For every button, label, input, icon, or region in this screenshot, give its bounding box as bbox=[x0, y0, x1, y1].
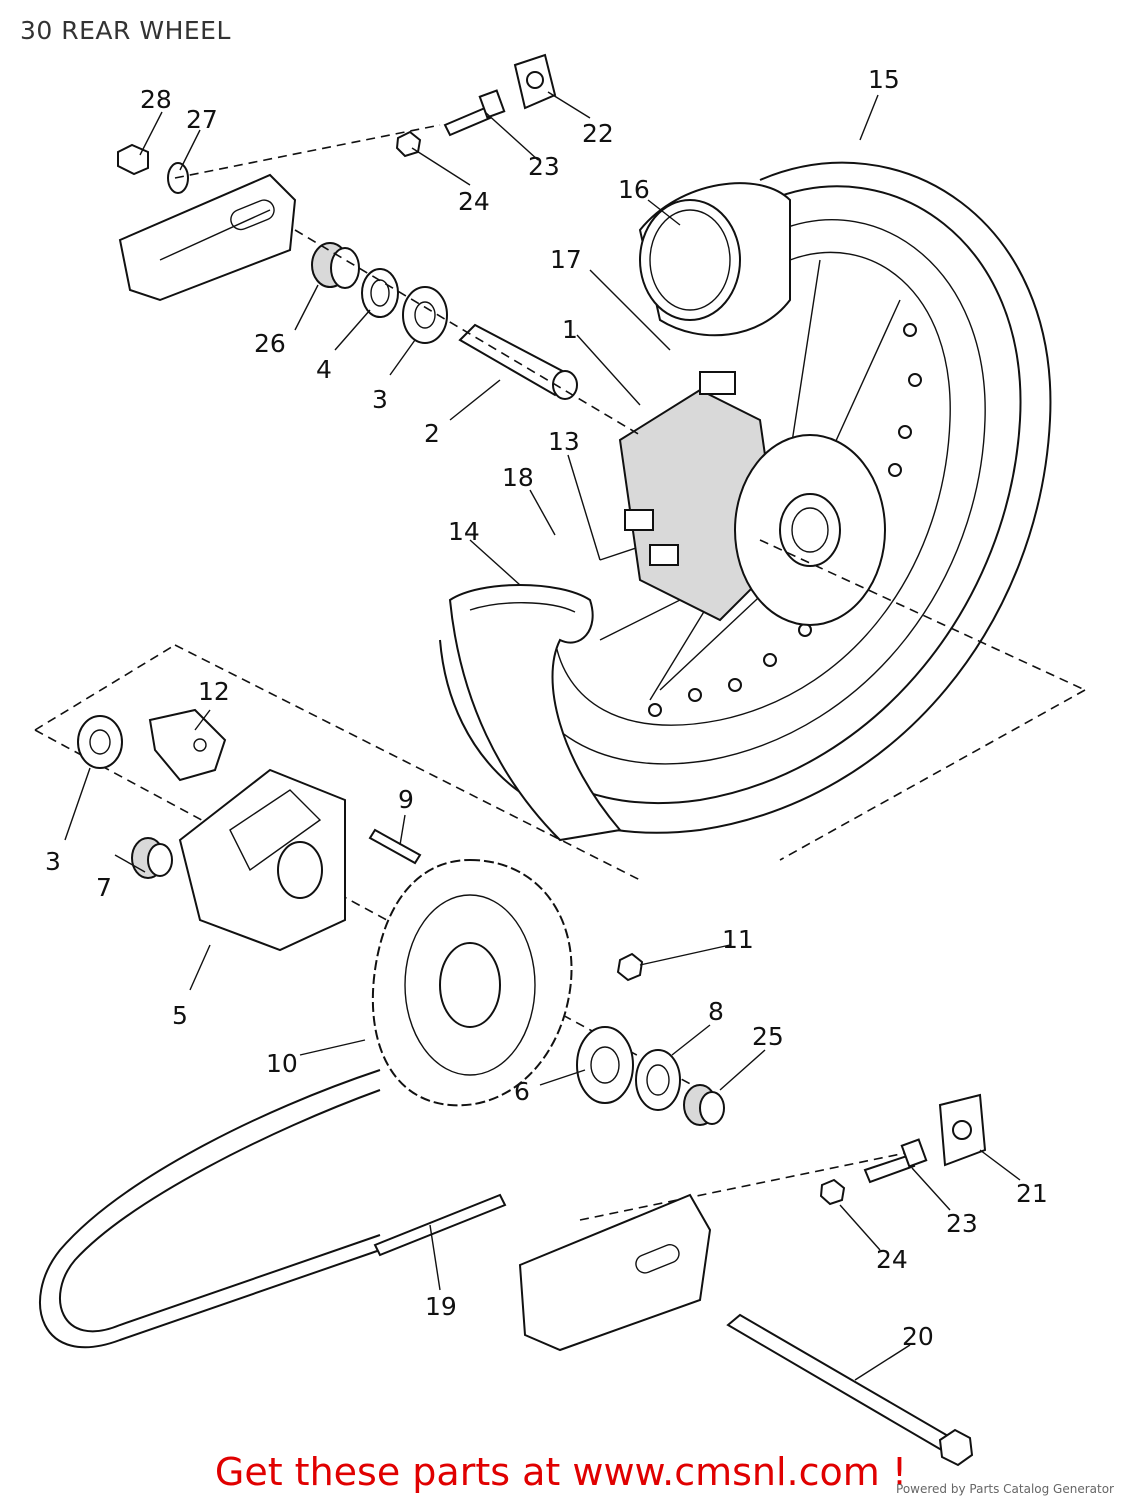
callout-3: 3 bbox=[45, 847, 61, 876]
damper-12 bbox=[148, 708, 227, 782]
tire-assembly bbox=[439, 161, 1052, 834]
get-parts-link[interactable]: Get these parts at www.cmsnl.com ! bbox=[214, 1450, 908, 1494]
callout-10: 10 bbox=[266, 1049, 298, 1078]
chain-puller-21 bbox=[938, 1093, 987, 1167]
callout-24: 24 bbox=[458, 187, 490, 216]
adjust-bolt-23-top bbox=[443, 89, 506, 137]
callout-22: 22 bbox=[582, 119, 614, 148]
adjust-bolt-23-bottom bbox=[863, 1138, 928, 1184]
oil-seal-8 bbox=[635, 1049, 681, 1111]
callout-6: 6 bbox=[514, 1077, 530, 1106]
callout-23: 23 bbox=[946, 1209, 978, 1238]
bearing-3-top bbox=[402, 286, 448, 344]
callout-labels: 1 2 3 3 4 5 6 7 8 9 10 11 12 13 14 15 16… bbox=[45, 65, 1048, 1351]
callout-7: 7 bbox=[96, 873, 112, 902]
leader-lines bbox=[64, 91, 1021, 1381]
nut-24-bottom bbox=[819, 1178, 846, 1206]
callout-26: 26 bbox=[254, 329, 286, 358]
callout-19: 19 bbox=[425, 1292, 457, 1321]
wheel-hub bbox=[618, 371, 886, 626]
callout-5: 5 bbox=[172, 1001, 188, 1030]
callout-12: 12 bbox=[198, 677, 230, 706]
collar-25 bbox=[683, 1084, 725, 1126]
bearing-6 bbox=[576, 1026, 634, 1104]
callout-3: 3 bbox=[372, 385, 388, 414]
drive-chain-19 bbox=[39, 1069, 507, 1348]
swingarm-left bbox=[118, 173, 297, 302]
callout-18: 18 bbox=[502, 463, 534, 492]
swingarm-right bbox=[518, 1193, 712, 1352]
callout-21: 21 bbox=[1016, 1179, 1048, 1208]
bearing-3-left bbox=[77, 715, 123, 769]
axle-line-top bbox=[294, 229, 641, 436]
callout-20: 20 bbox=[902, 1322, 934, 1351]
sprocket-10 bbox=[371, 858, 573, 1107]
collar-26 bbox=[311, 242, 360, 289]
callout-28: 28 bbox=[140, 85, 172, 114]
frame-line-top bbox=[174, 644, 641, 881]
callout-4: 4 bbox=[316, 355, 332, 384]
nut-24-top bbox=[395, 130, 422, 158]
callout-25: 25 bbox=[752, 1022, 784, 1051]
wheel-axle-20 bbox=[726, 1313, 974, 1467]
oil-seal-4 bbox=[361, 268, 399, 318]
nut-28 bbox=[117, 143, 149, 176]
powered-by-text: Powered by Parts Catalog Generator bbox=[896, 1482, 1114, 1496]
callout-14: 14 bbox=[448, 517, 480, 546]
frame-line-left bbox=[34, 644, 176, 731]
nut-11 bbox=[616, 952, 644, 982]
callout-2: 2 bbox=[424, 419, 440, 448]
callout-23: 23 bbox=[528, 152, 560, 181]
callout-11: 11 bbox=[722, 925, 754, 954]
inner-tube bbox=[448, 584, 622, 842]
clutch-hub-5 bbox=[178, 768, 346, 952]
callout-8: 8 bbox=[708, 997, 724, 1026]
axis-line-bottom bbox=[579, 1149, 921, 1221]
callout-15: 15 bbox=[868, 65, 900, 94]
callout-24: 24 bbox=[876, 1245, 908, 1274]
page-title: 30 REAR WHEEL bbox=[20, 16, 231, 45]
callout-27: 27 bbox=[186, 105, 218, 134]
callout-9: 9 bbox=[398, 785, 414, 814]
callout-1: 1 bbox=[562, 315, 578, 344]
rim-band bbox=[638, 182, 791, 337]
callout-16: 16 bbox=[618, 175, 650, 204]
axis-line-top bbox=[174, 124, 441, 179]
frame-line-right bbox=[779, 689, 1086, 861]
callout-13: 13 bbox=[548, 427, 580, 456]
chain-puller-22 bbox=[513, 53, 557, 110]
stud-bolt-9 bbox=[368, 828, 422, 865]
callout-17: 17 bbox=[550, 245, 582, 274]
collar-7 bbox=[131, 837, 173, 879]
